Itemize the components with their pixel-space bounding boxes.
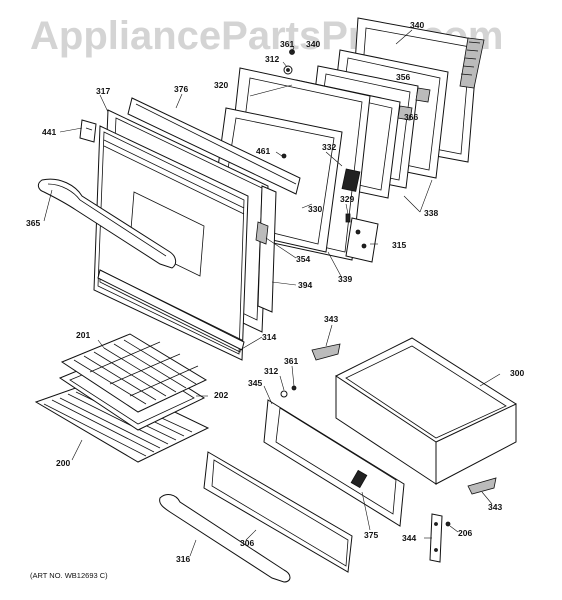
drawer-slide-bracket-343-bottom[interactable] xyxy=(467,477,497,495)
drawer-front-frame-345[interactable] xyxy=(263,399,405,527)
screw-361-bottom[interactable] xyxy=(291,385,297,391)
storage-drawer-300[interactable] xyxy=(335,337,517,485)
callout-315: 315 xyxy=(392,240,406,250)
screw-312-top[interactable] xyxy=(283,65,293,75)
callout-340: 340 xyxy=(410,20,424,30)
drawer-slide-bracket-343-top[interactable] xyxy=(311,343,341,361)
callout-343-lower: 343 xyxy=(488,502,502,512)
door-side-trim-315[interactable] xyxy=(345,217,379,263)
hinge-bracket-356[interactable] xyxy=(415,87,431,103)
callout-343: 343 xyxy=(324,314,338,324)
callout-312: 312 xyxy=(265,54,279,64)
callout-332: 332 xyxy=(322,142,336,152)
callout-375: 375 xyxy=(364,530,378,540)
callout-201: 201 xyxy=(76,330,90,340)
drawer-slide-344[interactable] xyxy=(429,513,443,563)
callout-345: 345 xyxy=(248,378,262,388)
hinge-bracket-366[interactable] xyxy=(397,105,413,121)
screw-312-bottom[interactable] xyxy=(280,390,288,398)
door-side-rail-394[interactable] xyxy=(257,185,277,313)
callout-376: 376 xyxy=(174,84,188,94)
bracket-441[interactable] xyxy=(79,119,97,143)
callout-361-lower: 361 xyxy=(284,356,298,366)
door-gasket-strip[interactable] xyxy=(459,37,485,89)
callout-365: 365 xyxy=(26,218,40,228)
callout-366: 366 xyxy=(404,112,418,122)
callout-206: 206 xyxy=(458,528,472,538)
callout-394: 394 xyxy=(298,280,312,290)
callout-labels: 340 361 340 312 356 320 376 317 366 441 … xyxy=(26,20,524,580)
callout-330: 330 xyxy=(308,204,322,214)
callout-306: 306 xyxy=(240,538,254,548)
callout-339: 339 xyxy=(338,274,352,284)
drawer-front-panel-306[interactable] xyxy=(203,451,353,573)
art-number: (ART NO. WB12693 C) xyxy=(30,571,108,580)
door-latch-354[interactable] xyxy=(255,221,269,245)
callout-361: 361 xyxy=(280,39,294,49)
outer-door-314[interactable] xyxy=(93,125,249,361)
drawer-handle-316[interactable] xyxy=(159,494,291,583)
callout-300: 300 xyxy=(510,368,524,378)
broiler-grid-201[interactable] xyxy=(60,333,208,413)
screw-206[interactable] xyxy=(445,521,451,527)
callout-314: 314 xyxy=(262,332,276,342)
door-top-trim-376[interactable] xyxy=(127,97,301,195)
callout-312-lower: 312 xyxy=(264,366,278,376)
callout-356: 356 xyxy=(396,72,410,82)
screw-461[interactable] xyxy=(281,153,287,159)
leader-lines xyxy=(43,29,501,557)
callout-320: 320 xyxy=(214,80,228,90)
door-handle-365[interactable] xyxy=(37,178,177,269)
door-bottom-trim[interactable] xyxy=(97,269,245,351)
callout-338: 338 xyxy=(424,208,438,218)
callout-340-second: 340 xyxy=(306,39,320,49)
callout-461: 461 xyxy=(256,146,270,156)
callout-329: 329 xyxy=(340,194,354,204)
callout-344: 344 xyxy=(402,533,416,543)
callout-202: 202 xyxy=(214,390,228,400)
callout-316: 316 xyxy=(176,554,190,564)
callout-317: 317 xyxy=(96,86,110,96)
callout-441: 441 xyxy=(42,127,56,137)
callout-354: 354 xyxy=(296,254,310,264)
hinge-329[interactable] xyxy=(345,213,351,223)
callout-200: 200 xyxy=(56,458,70,468)
